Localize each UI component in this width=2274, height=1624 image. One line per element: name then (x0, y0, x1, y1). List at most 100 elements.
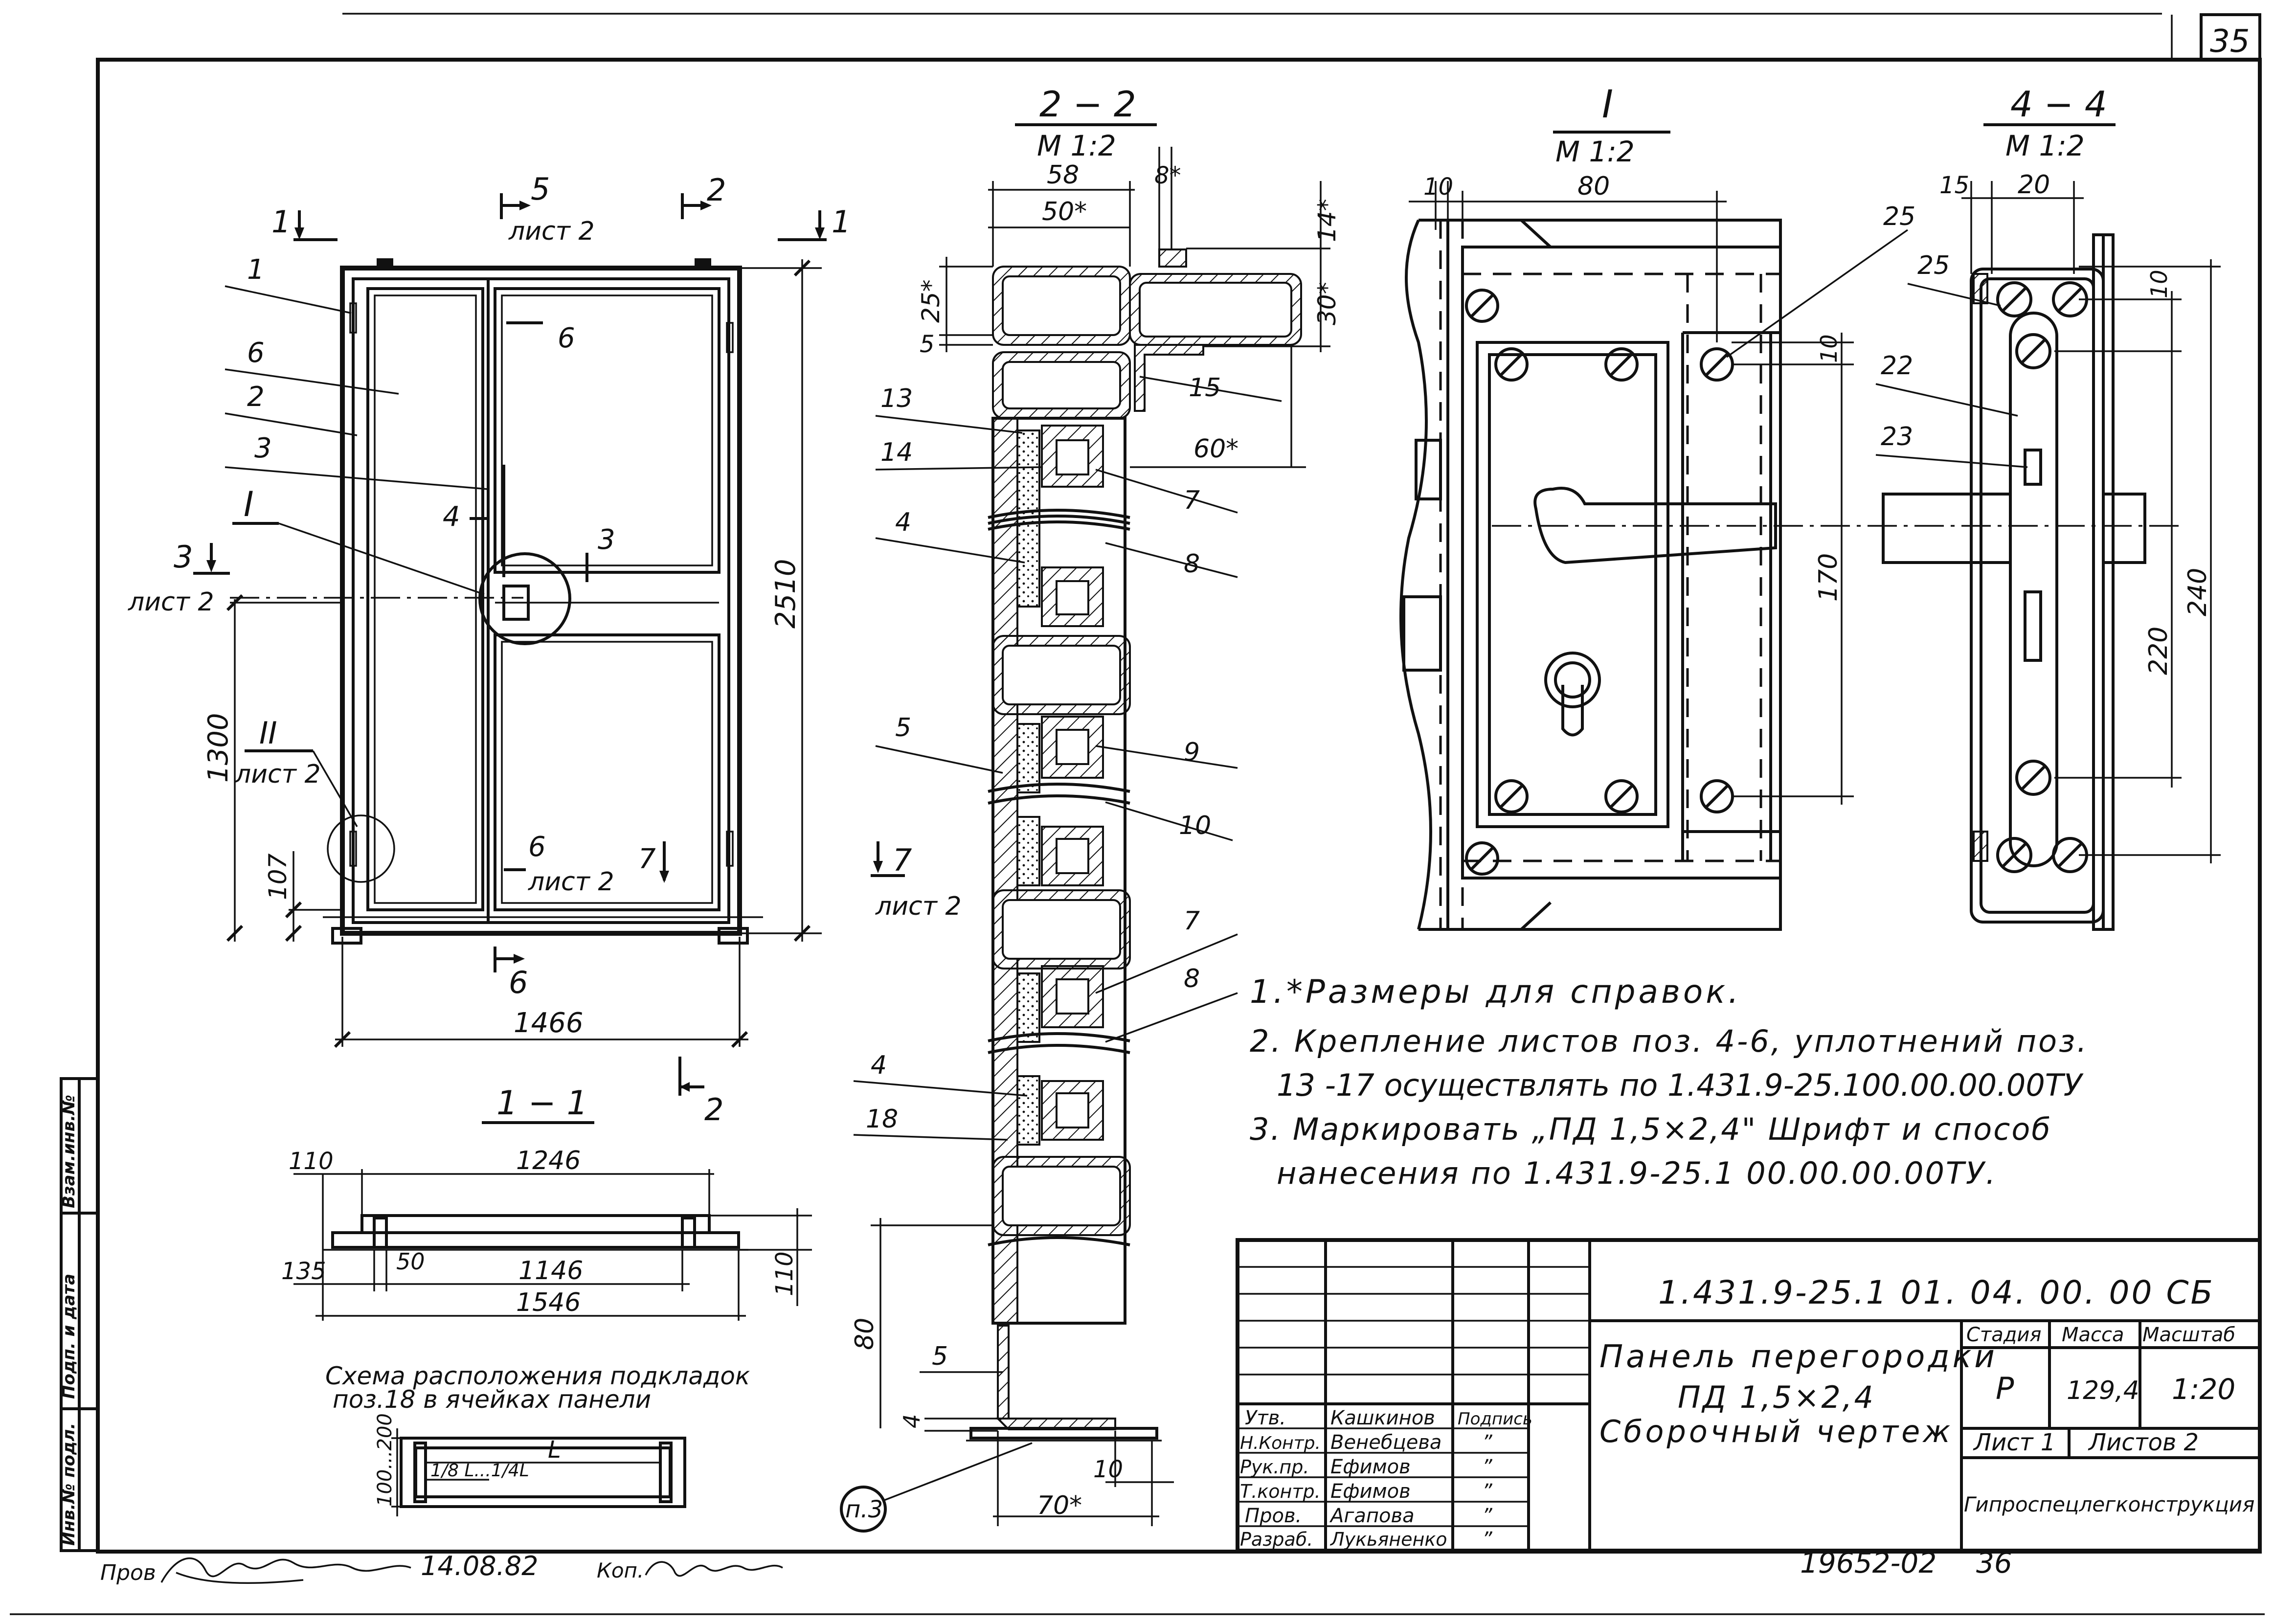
sI-title: I (1602, 83, 1613, 127)
tb-sign-4: ” (1482, 1480, 1492, 1503)
tb-stage: Р (1996, 1371, 2014, 1406)
s22-title: 2 − 2 (1039, 84, 1136, 125)
cut-7-inner-label: 7 (638, 843, 656, 875)
dim-107: 107 (264, 853, 292, 900)
dim-height-2510: 2510 (770, 559, 802, 629)
dim-width-1466: 1466 (514, 1007, 584, 1039)
cut-6-bottom-label: 6 (509, 965, 528, 1000)
cut-5-sheet: лист 2 (508, 217, 595, 246)
cut-1-right-label: 1 (832, 204, 851, 240)
s22-pos-8b: 8 (1184, 964, 1200, 993)
section-4-4: 4 − 4 М 1:2 15 20 10 220 240 (1875, 84, 2221, 931)
s22-dim-25: 25* (917, 279, 945, 323)
scheme-caption-1: Схема расположения подкладок (325, 1362, 750, 1390)
scheme-dim: 100...200 (374, 1413, 396, 1507)
pad-scheme: Схема расположения подкладок поз.18 в яч… (325, 1362, 750, 1516)
scheme-L: L (548, 1436, 561, 1464)
detail-II-sheet: лист 2 (234, 760, 321, 789)
elev-pos-1: 1 (247, 254, 265, 286)
stamp-repl-inv: Взам.инв.№ (59, 1095, 79, 1208)
tb-sheets: Листов 2 (2088, 1429, 2199, 1456)
s11-dim-1246: 1246 (516, 1146, 581, 1175)
s22-pos-4b: 4 (871, 1051, 887, 1080)
s44-pos-22: 22 (1881, 351, 1913, 381)
elev-pos-2: 2 (247, 381, 265, 413)
s44-dim-240: 240 (2183, 568, 2212, 616)
s22-dim-4: 4 (899, 1414, 925, 1428)
tb-name-1: Панель перегородки (1599, 1339, 1998, 1375)
s44-dim-10: 10 (2146, 270, 2172, 298)
cut-3-sheet: лист 2 (128, 587, 214, 617)
elev-pos-6: 6 (247, 337, 265, 369)
detail-II-label: II (259, 715, 277, 751)
s22-pos-7b: 7 (1184, 906, 1200, 936)
s44-pos-23: 23 (1881, 422, 1913, 451)
s11-cut-2: 2 (704, 1092, 723, 1128)
section-1-1: 1 − 1 2 110 1246 135 50 1146 1546 110 (281, 1057, 812, 1321)
tb-sign-5: ” (1482, 1505, 1492, 1527)
s22-dim-5: 5 (920, 331, 935, 358)
sheet-frame: 35 (10, 13, 2265, 1615)
note-2: 2. Крепление листов поз. 4-6, уплотнений… (1250, 1023, 2089, 1059)
s11-dim-1546: 1546 (516, 1288, 581, 1317)
page-number: 35 (2210, 23, 2250, 60)
s11-dim-110v: 110 (771, 1251, 798, 1296)
tb-doc-code: 1.431.9-25.1 01. 04. 00. 00 СБ (1658, 1274, 2215, 1311)
tb-role-1: Утв. (1245, 1407, 1286, 1429)
footer-archive-number: 19652-02 (1800, 1546, 1936, 1579)
copier-signature (645, 1561, 783, 1577)
tb-role-6: Разраб. (1240, 1529, 1313, 1550)
tb-sheet: Лист 1 (1973, 1429, 2055, 1456)
footer-checked: Пров (100, 1560, 156, 1585)
title-block: 1.431.9-25.1 01. 04. 00. 00 СБ Панель пе… (1236, 1238, 2262, 1553)
stamp-sign-date: Подп. и дата (59, 1274, 79, 1399)
note-1: 1.*Размеры для справок. (1250, 973, 1741, 1011)
s44-dim-220: 220 (2144, 627, 2173, 675)
tb-role-4: Т.контр. (1240, 1481, 1321, 1502)
sI-dim-170: 170 (1814, 553, 1843, 602)
cut-5-label: 5 (531, 171, 550, 207)
s22-scale: М 1:2 (1037, 129, 1116, 162)
footer: Пров 14.08.82 Коп. 19652-02 36 (100, 1546, 2012, 1585)
tb-name-row-3: Ефимов (1330, 1456, 1411, 1478)
s22-pos-5a: 5 (895, 713, 911, 743)
cut-2-top-label: 2 (707, 172, 726, 208)
cut-6-inner-label: 6 (528, 831, 546, 863)
tb-role-5: Пров. (1245, 1505, 1302, 1527)
elev-pos-3: 3 (254, 432, 272, 464)
s22-dim-8: 8* (1154, 162, 1181, 189)
tb-role-2: Н.Контр. (1240, 1433, 1321, 1453)
note-3b: нанесения по 1.431.9-25.1 00.00.00.00ТУ. (1277, 1155, 1997, 1191)
tb-name-3: Сборочный чертеж (1599, 1414, 1953, 1449)
sI-dim-10: 10 (1423, 173, 1453, 201)
tb-mass: 129,4 (2067, 1376, 2139, 1405)
s22-pos-5b: 5 (932, 1342, 948, 1371)
s22-pos-14: 14 (880, 438, 913, 467)
s22-pos-13: 13 (880, 384, 913, 413)
detail-I: I М 1:2 (1399, 83, 2182, 931)
s44-title: 4 − 4 (2010, 84, 2107, 125)
tb-mass-header: Масса (2062, 1324, 2124, 1346)
note-3: 3. Маркировать „ПД 1,5×2,4" Шрифт и спос… (1250, 1111, 2052, 1147)
tb-name-row-2: Венебцева (1330, 1431, 1441, 1454)
s11-title: 1 − 1 (496, 1084, 588, 1123)
notes: 1.*Размеры для справок. 2. Крепление лис… (1250, 973, 2089, 1191)
tb-name-row-6: Лукьяненко (1329, 1529, 1447, 1550)
s22-dim-14: 14* (1313, 199, 1341, 242)
cut-6-top-label: 6 (558, 322, 575, 354)
tb-scale-header: Масштаб (2142, 1324, 2235, 1346)
cut-3-inner-label: 3 (598, 524, 615, 556)
cut-3-label: 3 (174, 539, 193, 575)
tb-sign-header: Подпись (1458, 1409, 1532, 1429)
s22-cut-7-sheet: лист 2 (875, 892, 962, 921)
tb-org: Гипроспецлегконструкция (1964, 1492, 2254, 1516)
sI-pos-25: 25 (1883, 202, 1915, 231)
s44-scale: М 1:2 (2005, 129, 2085, 162)
footer-copied: Коп. (597, 1558, 644, 1582)
s44-dim-20: 20 (2018, 170, 2050, 200)
panel-elevation: 5 лист 2 2 1 1 3 лист 2 3 I 4 6 6 лист 2 (128, 171, 851, 1048)
tb-sign-6: ” (1482, 1528, 1492, 1551)
dim-1300: 1300 (203, 713, 234, 783)
s22-dim-60: 60* (1193, 434, 1238, 464)
